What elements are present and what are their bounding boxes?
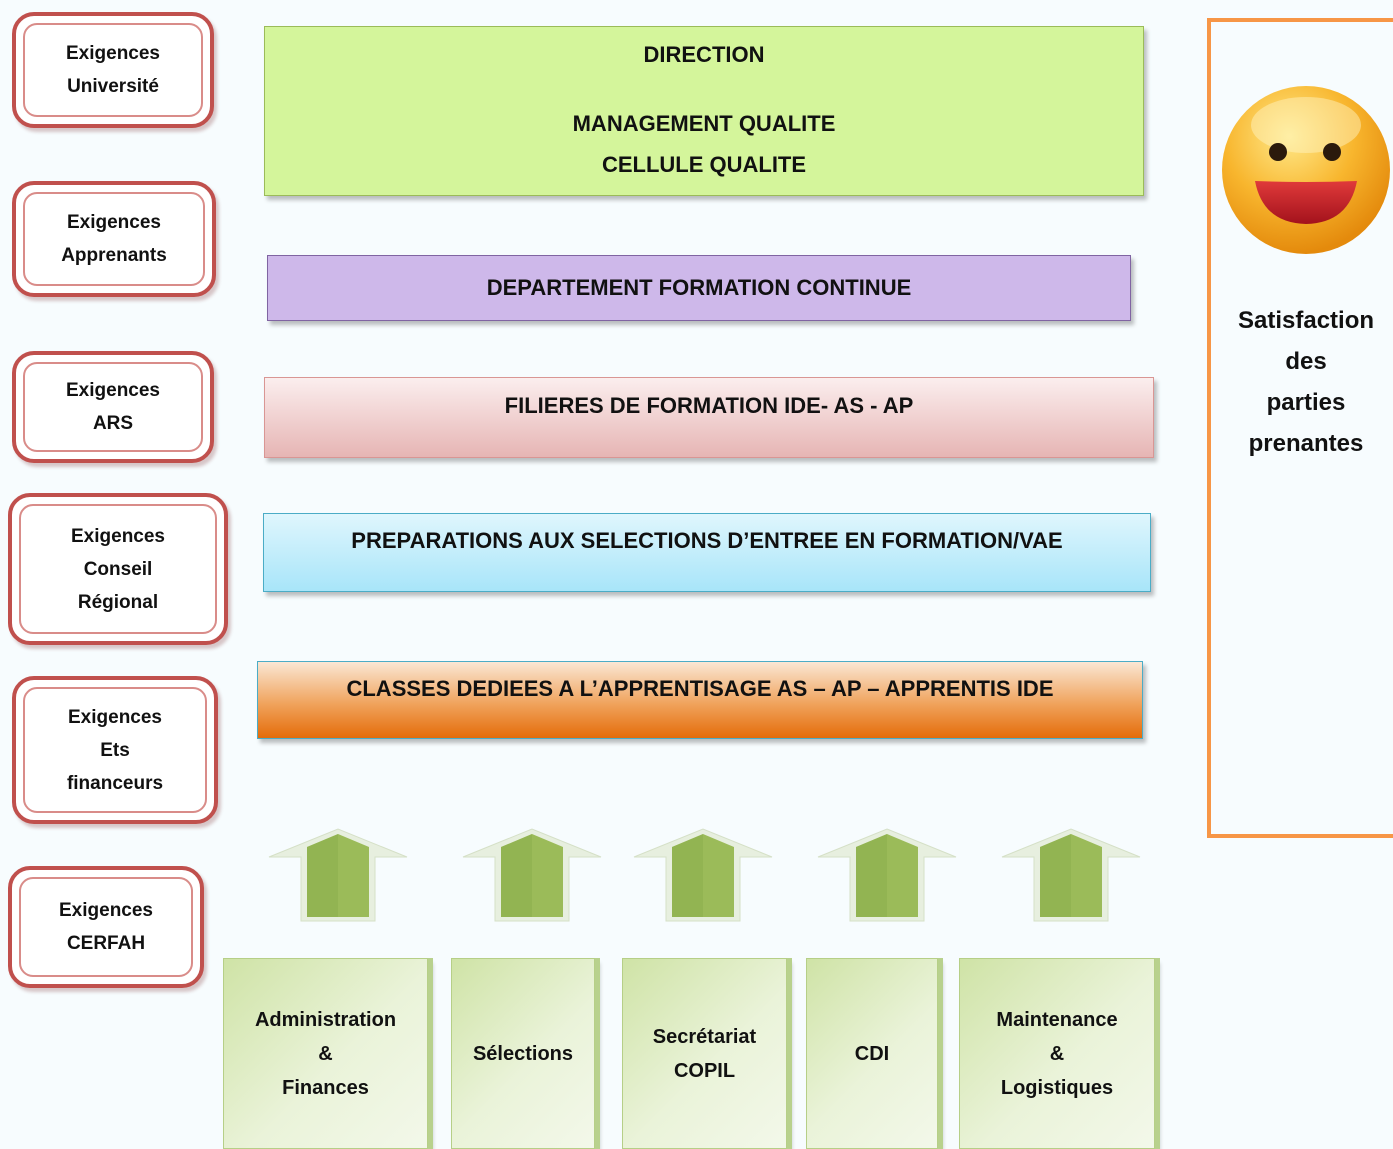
satisfaction-line: des [1285, 348, 1327, 375]
unit-cdi: CDI [806, 958, 938, 1149]
classes-band: CLASSES DEDIEES A L’APPRENTISAGE AS – AP… [257, 661, 1143, 739]
requirement-label: Exigences [66, 212, 161, 233]
unit-label: Finances [282, 1076, 369, 1099]
requirement-label: Exigences [66, 43, 160, 64]
up-arrow-icon [633, 828, 773, 922]
management-title: MANAGEMENT QUALITE [572, 111, 836, 136]
up-arrow-icon [462, 828, 602, 922]
requirement-label: Exigences [59, 900, 153, 921]
up-arrow-icon [817, 828, 957, 922]
cellule-title: CELLULE QUALITE [601, 152, 807, 177]
satisfaction-line: prenantes [1248, 430, 1364, 457]
requirement-label: CERFAH [66, 933, 146, 954]
departement-title: DEPARTEMENT FORMATION CONTINUE [486, 275, 912, 300]
unit-label: COPIL [673, 1059, 736, 1082]
satisfaction-line: Satisfaction [1237, 307, 1375, 334]
unit-label: & [1049, 1042, 1065, 1065]
direction-band: DIRECTION MANAGEMENT QUALITE CELLULE QUA… [264, 26, 1144, 196]
requirement-label: Conseil [83, 558, 153, 580]
requirement-label: Régional [77, 591, 159, 613]
requirement-label: Exigences [71, 525, 165, 547]
smiley-icon [1222, 86, 1390, 254]
departement-band: DEPARTEMENT FORMATION CONTINUE [267, 255, 1131, 321]
preparations-band: PREPARATIONS AUX SELECTIONS D’ENTREE EN … [263, 513, 1151, 592]
satisfaction-label: Satisfaction des parties prenantes [1212, 300, 1393, 464]
unit-label: Maintenance [996, 1008, 1118, 1031]
up-arrow-icon [1001, 828, 1141, 922]
unit-maintenance-logistiques: Maintenance & Logistiques [959, 958, 1155, 1149]
unit-administration-finances: Administration & Finances [223, 958, 428, 1149]
unit-label: Secrétariat [652, 1025, 757, 1048]
preparations-title: PREPARATIONS AUX SELECTIONS D’ENTREE EN … [351, 528, 1063, 553]
requirement-label: financeurs [66, 772, 164, 794]
unit-label: Administration [254, 1008, 397, 1031]
unit-label: CDI [854, 1042, 890, 1065]
filieres-title: FILIERES DE FORMATION IDE- AS - AP [504, 393, 914, 418]
requirement-label: Exigences [68, 706, 162, 728]
filieres-band: FILIERES DE FORMATION IDE- AS - AP [264, 377, 1154, 458]
requirement-label: Université [67, 76, 159, 97]
unit-selections: Sélections [451, 958, 595, 1149]
satisfaction-line: parties [1266, 389, 1346, 416]
unit-label: & [318, 1042, 333, 1065]
requirement-label: Exigences [66, 380, 160, 401]
requirement-label: ARS [92, 413, 134, 434]
classes-title: CLASSES DEDIEES A L’APPRENTISAGE AS – AP… [346, 676, 1054, 701]
unit-label: Logistiques [1000, 1076, 1114, 1099]
unit-label: Sélections [472, 1042, 574, 1065]
requirement-label: Apprenants [61, 245, 167, 266]
requirement-label: Ets [100, 739, 130, 761]
up-arrow-icon [268, 828, 408, 922]
direction-title: DIRECTION [643, 42, 765, 67]
